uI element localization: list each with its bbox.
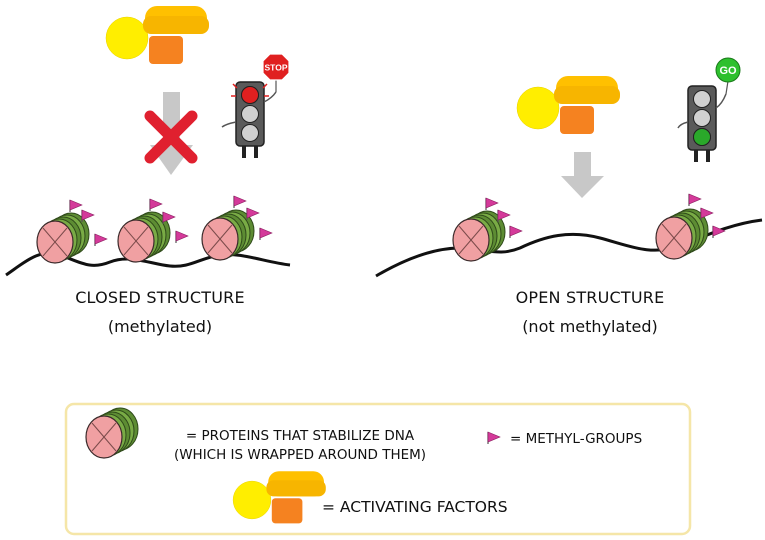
nucleosome xyxy=(117,211,171,263)
methyl-flag xyxy=(175,230,189,244)
methyl-flag xyxy=(94,233,108,247)
nucleosome xyxy=(201,209,255,261)
methyl-flag xyxy=(688,193,702,207)
right-activator xyxy=(516,75,621,135)
left-panel-title: CLOSED STRUCTURE xyxy=(75,288,245,307)
methyl-flag xyxy=(259,227,273,241)
traffic-light-icon xyxy=(677,80,729,164)
stop-label: STOP xyxy=(265,63,288,73)
red-x-icon xyxy=(144,110,198,164)
legend-proteins-line1: = PROTEINS THAT STABILIZE DNA xyxy=(185,428,415,444)
right-panel-title: OPEN STRUCTURE xyxy=(515,288,665,307)
left-activator xyxy=(105,5,210,65)
legend-proteins-line2: (WHICH IS WRAPPED AROUND THEM) xyxy=(173,447,427,463)
right-panel-subtitle: (not methylated) xyxy=(522,317,658,336)
left-panel-subtitle: (methylated) xyxy=(107,317,213,336)
nucleosome xyxy=(36,212,90,264)
methyl-flag xyxy=(509,225,523,239)
legend-methyl-text: = METHYL-GROUPS xyxy=(510,431,643,447)
traffic-light-icon xyxy=(221,70,277,160)
methyl-flag xyxy=(149,198,163,212)
go-sign-icon: GO xyxy=(715,57,741,83)
methyl-flag xyxy=(485,197,499,211)
go-label: GO xyxy=(719,65,737,77)
legend-proteins-text: = PROTEINS THAT STABILIZE DNA (WHICH IS … xyxy=(150,427,450,465)
legend-box xyxy=(64,402,692,536)
stop-sign-icon: STOP xyxy=(262,53,290,81)
right-arrow xyxy=(561,152,604,198)
nucleosome xyxy=(452,210,506,262)
legend-activating-text: = ACTIVATING FACTORS xyxy=(322,498,508,516)
methyl-flag xyxy=(233,195,247,209)
methyl-flag xyxy=(69,199,83,213)
nucleosome xyxy=(655,208,709,260)
